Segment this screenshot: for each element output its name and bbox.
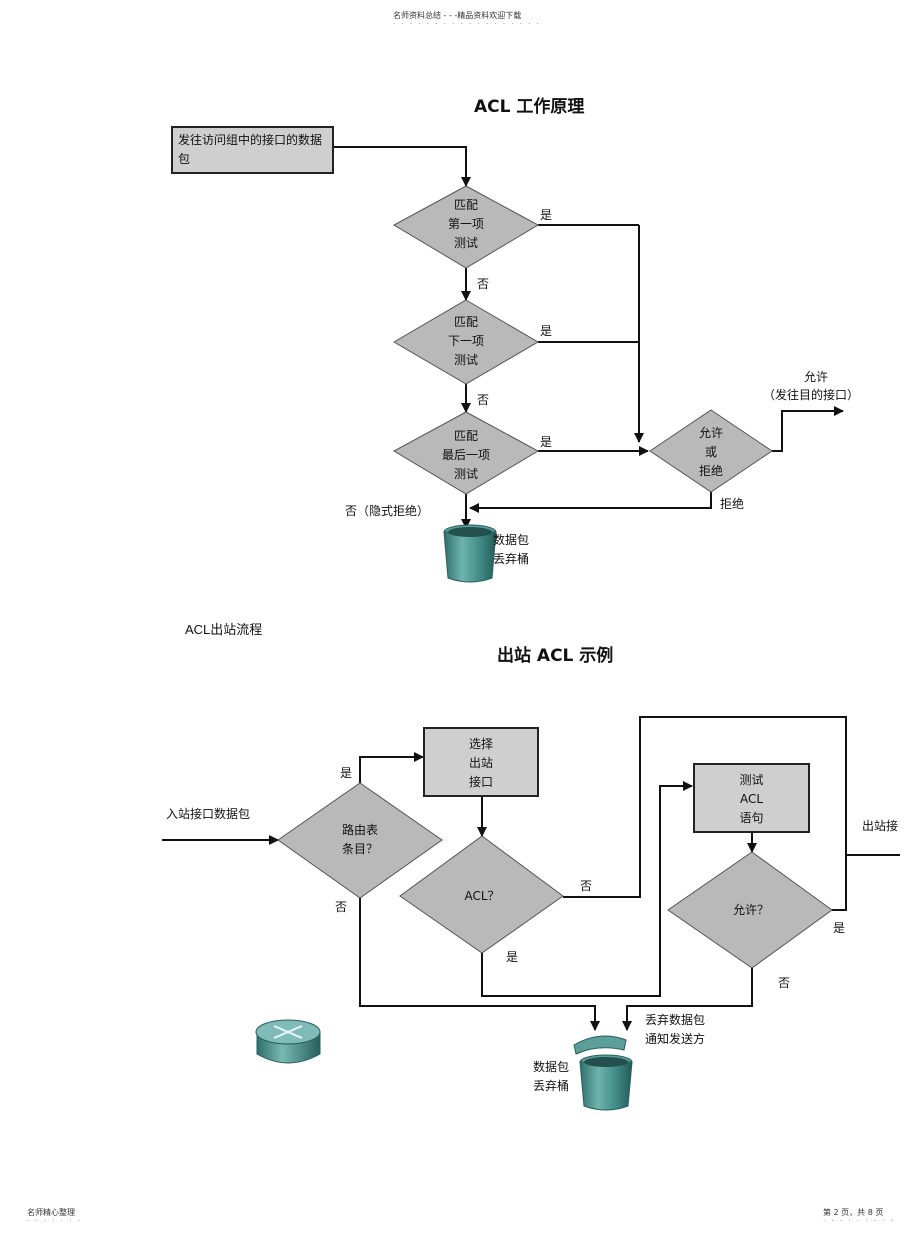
no-label: 否 (477, 393, 490, 407)
implicit-deny-label: 否（隐式拒绝） (345, 504, 430, 518)
label-line: 接口 (468, 775, 493, 789)
yes-label: 是 (540, 435, 553, 449)
label-line: 数据包 (533, 1060, 570, 1074)
decision-first-label: 匹配 第一项 测试 (426, 196, 506, 253)
label-line: 或 (704, 445, 717, 459)
no-label: 否 (580, 879, 593, 893)
label-line: 丢弃桶 (493, 552, 530, 566)
label-line: 拒绝 (698, 464, 723, 478)
yes-label: 是 (833, 921, 846, 935)
permit-label: 允许 (804, 370, 829, 384)
label-line: 第一项 (447, 217, 484, 231)
label-line: 匹配 (453, 198, 478, 212)
label-line: 最后一项 (441, 448, 490, 462)
label-line: 测试 (739, 773, 764, 787)
label-line: 测试 (453, 467, 478, 481)
label-line: 数据包 (493, 533, 530, 547)
label-line: 选择 (468, 737, 493, 751)
yes-label: 是 (340, 766, 353, 780)
label-line: 允许 (698, 426, 723, 440)
deny-label: 拒绝 (720, 497, 745, 511)
test-acl-box: 测试 ACL 语句 (693, 763, 810, 833)
decision-acl-label: ACL？ (464, 889, 500, 903)
permit-destination-label: （发往目的接口） (763, 388, 860, 402)
label-line: 路由表 (341, 823, 378, 837)
bucket-label: 数据包 丢弃桶 (493, 531, 529, 569)
outbound-label: 出站接 (862, 819, 899, 833)
decision-permit-label: 允许？ (732, 903, 769, 917)
label-line: 丢弃桶 (533, 1079, 570, 1093)
router-icon (255, 1019, 321, 1064)
decision-last-label: 匹配 最后一项 测试 (426, 427, 506, 484)
diagram2-title: 出站 ACL 示例 (497, 646, 614, 666)
label-line: 出站 (468, 756, 493, 770)
flow-line (333, 146, 471, 187)
footer-left-dots: · · · · · · · (27, 1217, 82, 1225)
no-label: 否 (335, 900, 348, 914)
decision-permit-deny (649, 409, 773, 493)
label-line: 下一项 (447, 334, 484, 348)
footer-right-dots: · · · · · · · · · (823, 1217, 895, 1225)
trash-bucket-icon (573, 1035, 633, 1111)
page-header-dots: · · · · · · · · · · · · · · · · · · (393, 20, 541, 28)
footer-page-number: 第 2 页，共 8 页 (823, 1208, 884, 1217)
label-line: ACL (739, 792, 764, 806)
label-line: 语句 (739, 811, 764, 825)
decision-last-test (392, 411, 540, 495)
label-line: 丢弃数据包 (645, 1013, 706, 1027)
decision-next-test (393, 299, 539, 385)
page-header: 名师资料总结 - - -精品资料欢迎下载 (393, 11, 522, 20)
decision-first-test (392, 185, 540, 269)
no-label: 否 (477, 277, 490, 291)
discard-notify-label: 丢弃数据包 通知发送方 (645, 1011, 705, 1049)
decision-route-label: 路由表 条目？ (320, 821, 400, 859)
decision-permit (667, 851, 833, 969)
bucket-label: 数据包 丢弃桶 (533, 1058, 569, 1096)
label-line: 条目？ (341, 842, 378, 856)
footer-left: 名师精心整理 (27, 1208, 75, 1217)
label-line: 测试 (453, 236, 478, 250)
decision-acl (399, 835, 564, 954)
decision-next-label: 匹配 下一项 测试 (426, 313, 506, 370)
decision-route-entry (277, 782, 443, 899)
yes-label: 是 (540, 208, 553, 222)
label-line: 测试 (453, 353, 478, 367)
no-label: 否 (778, 976, 791, 990)
yes-label: 是 (540, 324, 553, 338)
label-line: 通知发送方 (645, 1032, 706, 1046)
trash-bucket-icon (443, 524, 497, 583)
section-caption: ACL出站流程 (185, 622, 263, 637)
label-line: 匹配 (453, 429, 478, 443)
inbound-label: 入站接口数据包 (166, 807, 251, 821)
yes-label: 是 (506, 950, 519, 964)
start-box: 发往访问组中的接口的数据包 (171, 126, 334, 174)
decision-permit-deny-label: 允许 或 拒绝 (671, 424, 751, 481)
select-interface-box: 选择 出站 接口 (423, 727, 539, 797)
diagram1-title: ACL 工作原理 (474, 97, 585, 117)
label-line: 匹配 (453, 315, 478, 329)
